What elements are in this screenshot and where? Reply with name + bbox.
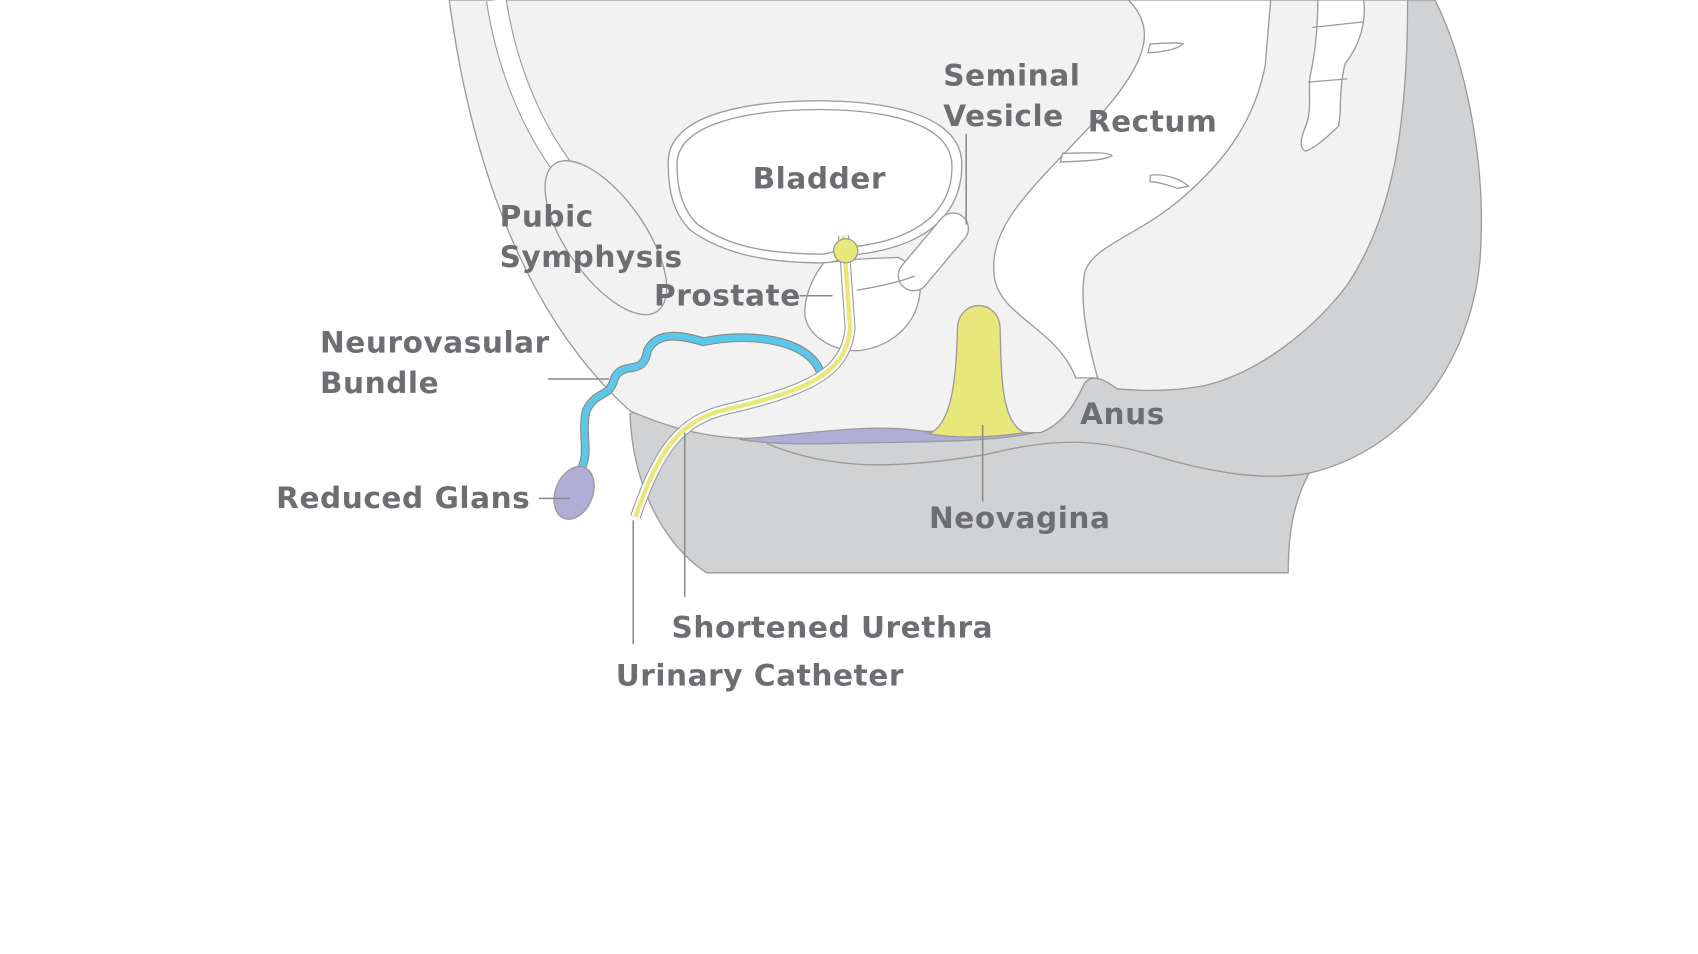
reduced-glans <box>553 465 595 520</box>
label-neurovascular-2: Bundle <box>320 366 439 400</box>
label-reduced-glans: Reduced Glans <box>276 481 530 515</box>
label-neurovascular-1: Neurovasular <box>320 326 550 360</box>
label-rectum: Rectum <box>1088 104 1218 138</box>
rectum-fold <box>1059 152 1113 163</box>
perineum-fold <box>766 441 1310 477</box>
neurovascular-bundle-fill <box>575 332 825 476</box>
coccyx-segments <box>1307 21 1364 83</box>
label-seminal-vesicle-2: Vesicle <box>943 99 1064 133</box>
label-pubic-symphysis-1: Pubic <box>500 200 594 234</box>
label-shortened-urethra: Shortened Urethra <box>672 610 994 644</box>
seminal-vesicle <box>897 212 970 292</box>
vas-deferens <box>856 275 915 291</box>
pubic-symphysis <box>544 160 668 316</box>
neovagina <box>926 305 1027 438</box>
bladder <box>676 108 953 255</box>
urinary-catheter <box>633 235 853 518</box>
abdominal-wall-inner <box>487 0 572 176</box>
rectum-fold <box>1149 174 1190 190</box>
label-urinary-catheter: Urinary Catheter <box>616 659 904 693</box>
rectum-fold <box>1147 42 1185 54</box>
leader-lines <box>539 133 984 645</box>
glans-tissue-strip <box>739 427 1036 445</box>
rectum <box>993 0 1272 379</box>
label-anus: Anus <box>1080 397 1165 431</box>
label-bladder: Bladder <box>753 161 886 195</box>
label-prostate: Prostate <box>654 279 801 313</box>
label-neovagina: Neovagina <box>929 501 1111 535</box>
prostate <box>804 256 921 352</box>
label-seminal-vesicle-1: Seminal <box>943 58 1080 92</box>
label-pubic-symphysis-2: Symphysis <box>500 240 683 274</box>
coccyx <box>1300 0 1365 152</box>
catheter-balloon <box>833 238 859 264</box>
